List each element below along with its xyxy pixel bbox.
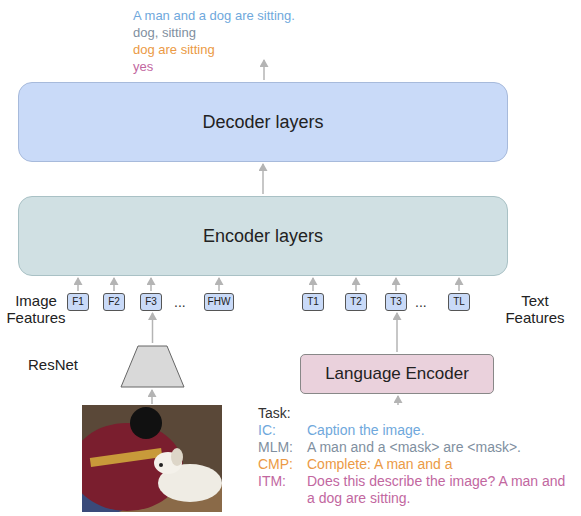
language-encoder-box: Language Encoder [300, 354, 494, 394]
output-arrow [263, 60, 265, 80]
task-prompt: Does this describe the image? A man and … [307, 473, 571, 507]
photo-arrow [151, 390, 153, 404]
node-text: TL [453, 294, 465, 310]
task-name: IC: [258, 422, 276, 439]
task-name: MLM: [258, 439, 293, 456]
flow-arrow [150, 278, 152, 291]
node-text: T1 [307, 294, 319, 310]
flow-arrow [458, 278, 460, 291]
feature-token: T3 [385, 293, 407, 311]
task-prompt: Caption the image. [307, 422, 425, 439]
flow-arrow [218, 278, 220, 291]
flow-arrow [355, 278, 357, 291]
feature-token: T1 [302, 293, 324, 311]
flow-arrow [395, 278, 397, 291]
flow-arrow [113, 278, 115, 291]
node-text: Language Encoder [325, 364, 469, 384]
feature-token: T2 [345, 293, 367, 311]
task-heading: Task: [258, 405, 291, 422]
feature-token: F3 [140, 293, 162, 311]
task-name: CMP: [258, 456, 293, 473]
output-text: dog, sitting [133, 24, 196, 41]
node-text: Decoder layers [202, 112, 323, 133]
ellipsis: ... [415, 294, 427, 311]
resnet-trapezoid: ResNet [120, 345, 185, 388]
flow-arrow [77, 278, 79, 291]
output-text: yes [133, 58, 153, 75]
flow-arrow [262, 164, 264, 194]
trapezoid-outline [120, 345, 185, 388]
node-text: Encoder layers [203, 226, 323, 247]
node-text: T2 [350, 294, 362, 310]
feature-token: TL [448, 293, 470, 311]
input-photo [82, 405, 222, 512]
node-text: F3 [145, 294, 157, 310]
task-arrow [397, 396, 399, 405]
task-name: ITM: [258, 473, 286, 490]
flow-arrow [152, 313, 154, 343]
node-text: F2 [108, 294, 120, 310]
feature-token: F2 [103, 293, 125, 311]
group-label: Image Features [2, 292, 70, 326]
flow-arrow [312, 278, 314, 291]
node-heading: ResNet [28, 356, 78, 373]
task-prompt: A man and a <mask> are <mask>. [307, 439, 521, 456]
ellipsis: ... [174, 294, 186, 311]
encoder-box: Encoder layers [18, 196, 508, 276]
task-prompt: Complete: A man and a [307, 456, 453, 473]
group-label: Text Features [502, 292, 568, 326]
node-text: F1 [72, 294, 84, 310]
decoder-box: Decoder layers [18, 82, 508, 162]
feature-token: FHW [204, 293, 234, 311]
output-text: A man and a dog are sitting. [133, 7, 295, 24]
node-text: FHW [208, 294, 231, 310]
node-text: T3 [390, 294, 402, 310]
feature-token: F1 [67, 293, 89, 311]
flow-arrow [396, 313, 398, 352]
output-text: dog are sitting [133, 41, 215, 58]
